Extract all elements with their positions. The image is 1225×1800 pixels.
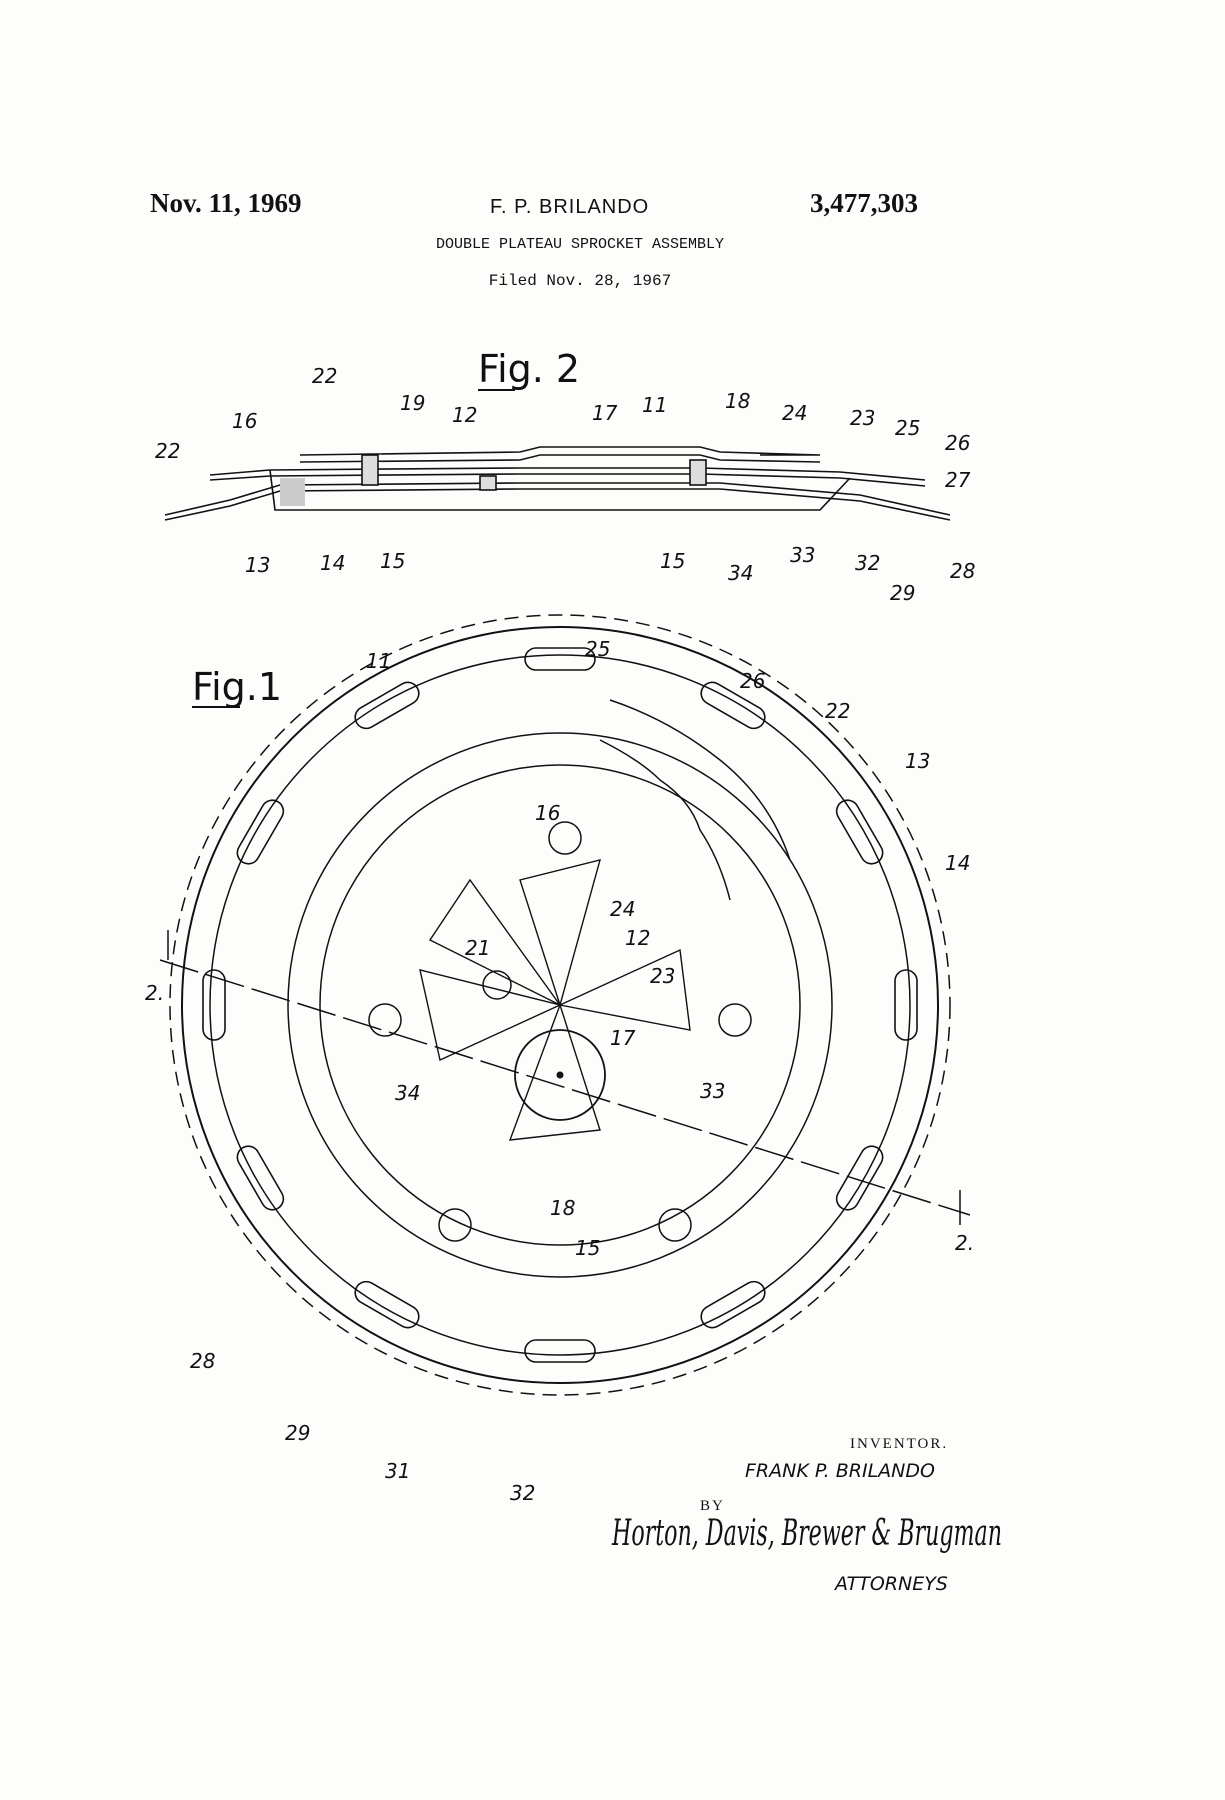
svg-text:11: 11 bbox=[366, 649, 391, 673]
svg-text:27: 27 bbox=[945, 468, 971, 492]
attorneys-label: ATTORNEYS bbox=[833, 1573, 948, 1595]
svg-text:15: 15 bbox=[380, 549, 405, 573]
inventor-name: FRANK P. BRILANDO bbox=[745, 1460, 935, 1482]
fig1-reference-numerals: 11 25 26 22 13 16 14 21 24 12 23 17 34 3… bbox=[190, 637, 970, 1505]
svg-text:17: 17 bbox=[610, 1026, 636, 1050]
svg-text:14: 14 bbox=[945, 851, 970, 875]
section-mark-left: 2. bbox=[145, 981, 164, 1005]
svg-text:29: 29 bbox=[890, 581, 915, 605]
svg-text:23: 23 bbox=[650, 964, 675, 988]
attorney-firm-signature: Horton, Davis, Brewer & Brugman bbox=[611, 1513, 1002, 1554]
svg-text:33: 33 bbox=[790, 543, 815, 567]
fig2-label: Fig. 2 bbox=[478, 347, 580, 391]
svg-text:22: 22 bbox=[825, 699, 850, 723]
fig2-cross-section bbox=[164, 446, 951, 521]
patent-number: 3,477,303 bbox=[810, 188, 918, 218]
svg-text:13: 13 bbox=[905, 749, 930, 773]
svg-text:25: 25 bbox=[895, 416, 920, 440]
svg-text:28: 28 bbox=[190, 1349, 215, 1373]
fig1-sprocket-plan bbox=[159, 614, 971, 1396]
svg-text:23: 23 bbox=[850, 406, 875, 430]
svg-text:24: 24 bbox=[610, 897, 635, 921]
svg-text:12: 12 bbox=[625, 926, 650, 950]
svg-text:25: 25 bbox=[585, 637, 610, 661]
svg-text:21: 21 bbox=[465, 936, 490, 960]
svg-text:14: 14 bbox=[320, 551, 345, 575]
svg-text:26: 26 bbox=[740, 669, 765, 693]
inventor-label: INVENTOR. bbox=[850, 1436, 948, 1452]
svg-text:22: 22 bbox=[155, 439, 180, 463]
patent-date: Nov. 11, 1969 bbox=[150, 188, 302, 218]
filing-date: Filed Nov. 28, 1967 bbox=[488, 272, 672, 290]
svg-text:34: 34 bbox=[728, 561, 753, 585]
svg-text:26: 26 bbox=[945, 431, 970, 455]
svg-text:17: 17 bbox=[592, 401, 618, 425]
svg-text:34: 34 bbox=[395, 1081, 420, 1105]
svg-text:16: 16 bbox=[232, 409, 257, 433]
svg-text:33: 33 bbox=[700, 1079, 725, 1103]
svg-text:28: 28 bbox=[950, 559, 975, 583]
inventor-heading: F. P. BRILANDO bbox=[490, 196, 650, 218]
fig1-label: Fig.1 bbox=[192, 665, 282, 709]
svg-text:24: 24 bbox=[782, 401, 807, 425]
svg-text:19: 19 bbox=[400, 391, 425, 415]
svg-text:11: 11 bbox=[642, 393, 667, 417]
svg-text:31: 31 bbox=[385, 1459, 410, 1483]
svg-text:15: 15 bbox=[575, 1236, 600, 1260]
svg-text:15: 15 bbox=[660, 549, 685, 573]
svg-text:13: 13 bbox=[245, 553, 270, 577]
section-mark-right: 2. bbox=[955, 1231, 974, 1255]
svg-text:12: 12 bbox=[452, 403, 477, 427]
fig2-reference-numerals: 22 16 19 12 17 11 18 24 23 25 26 22 27 1… bbox=[155, 364, 975, 605]
patent-title: DOUBLE PLATEAU SPROCKET ASSEMBLY bbox=[435, 236, 725, 253]
by-label: BY bbox=[700, 1498, 725, 1514]
svg-text:18: 18 bbox=[550, 1196, 575, 1220]
svg-text:22: 22 bbox=[312, 364, 337, 388]
svg-text:29: 29 bbox=[285, 1421, 310, 1445]
svg-text:18: 18 bbox=[725, 389, 750, 413]
svg-text:16: 16 bbox=[535, 801, 560, 825]
svg-text:32: 32 bbox=[855, 551, 880, 575]
svg-text:32: 32 bbox=[510, 1481, 535, 1505]
